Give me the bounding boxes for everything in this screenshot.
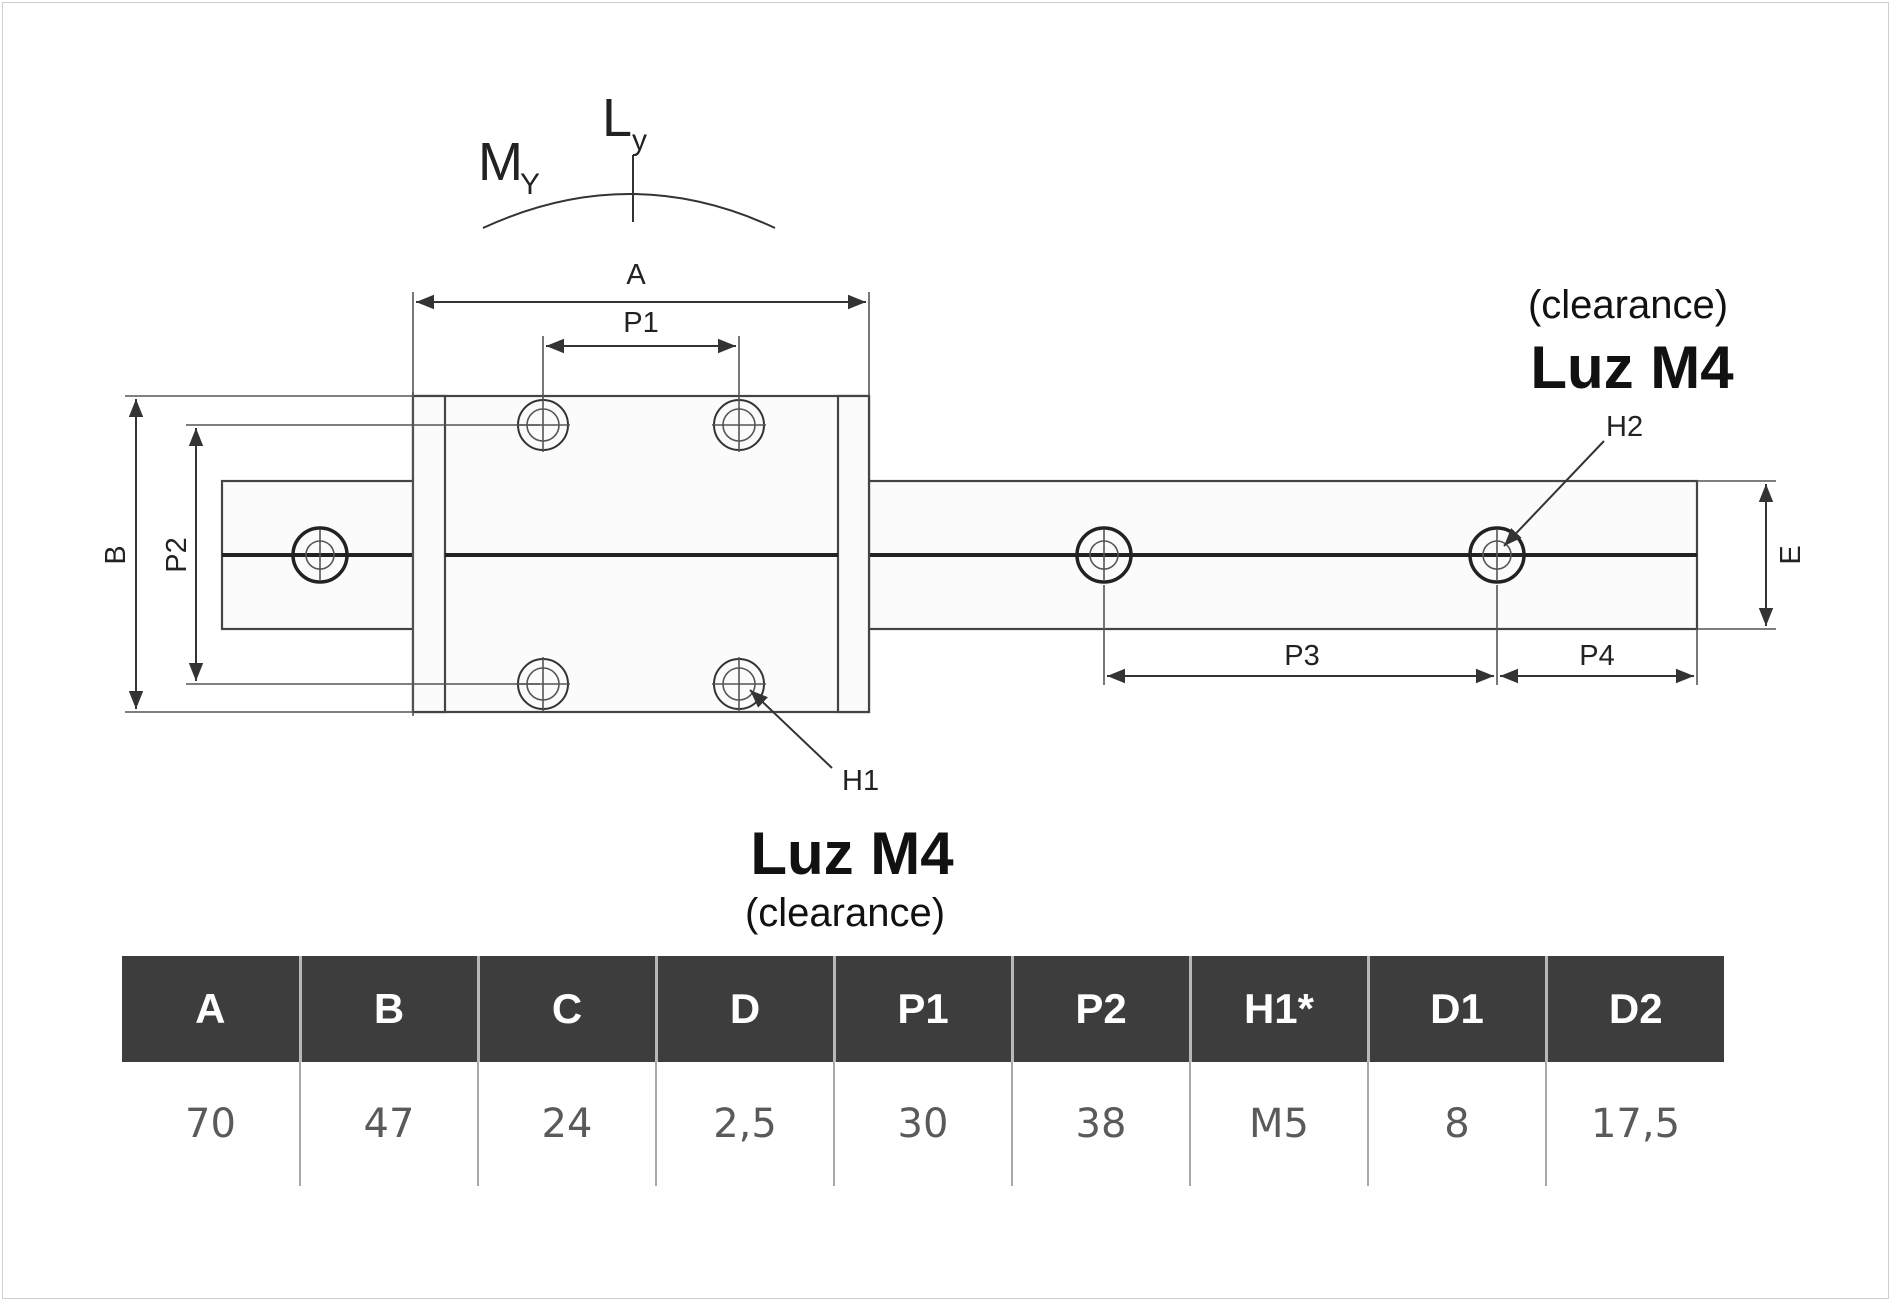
bottom-callout-note: (clearance) (745, 891, 945, 935)
header-d: D (654, 956, 834, 1062)
dimension-p1-label: P1 (623, 307, 658, 339)
dimension-p4-label: P4 (1579, 640, 1614, 672)
bottom-callout-title: Luz M4 (750, 820, 954, 887)
header-p1: P1 (832, 956, 1012, 1062)
rail-hole (1075, 526, 1133, 584)
h2-label: H2 (1606, 411, 1643, 443)
header-b: B (298, 956, 478, 1062)
value-p2: 38 (1011, 1062, 1190, 1186)
dimension-b-label: B (100, 545, 132, 564)
load-symbol: L (602, 88, 632, 148)
load-subscript: y (632, 124, 647, 157)
value-d: 2,5 (655, 1062, 834, 1186)
value-a: 70 (185, 1101, 236, 1147)
rail-hole (291, 526, 349, 584)
value-c: 24 (477, 1062, 656, 1186)
header-c: C (476, 956, 656, 1062)
value-p1: 30 (833, 1062, 1012, 1186)
carriage-hole-h1 (712, 657, 766, 711)
moment-arc (482, 193, 776, 229)
moment-symbol: M (478, 132, 523, 192)
top-callout-title: Luz M4 (1530, 334, 1734, 401)
h2-leader-line (1503, 440, 1605, 547)
table-header-row: A B C D P1 P2 H1* D1 D2 (122, 956, 1724, 1062)
rail-hole-h2 (1468, 526, 1526, 584)
carriage-end-seal-left (411, 394, 447, 714)
dimension-p3-label: P3 (1284, 640, 1319, 672)
table-row: 70 47 24 2,5 30 38 M5 8 17,5 (122, 1062, 1724, 1186)
h1-label: H1 (842, 765, 879, 797)
value-d2: 17,5 (1545, 1062, 1724, 1186)
header-p2: P2 (1010, 956, 1190, 1062)
value-d1: 8 (1367, 1062, 1546, 1186)
dimension-a-label: A (626, 259, 646, 291)
linear-guide-technical-drawing: M Y L y A P1 (100, 88, 1807, 935)
carriage-end-seal-right (836, 394, 871, 714)
header-d1: D1 (1366, 956, 1546, 1062)
header-d2: D2 (1544, 956, 1724, 1062)
header-h1: H1* (1188, 956, 1368, 1062)
dimension-p2-label: P2 (161, 537, 193, 572)
value-h1: M5 (1189, 1062, 1368, 1186)
dimensions-table: A B C D P1 P2 H1* D1 D2 70 47 24 2,5 30 … (122, 956, 1724, 1186)
moment-subscript: Y (520, 168, 540, 201)
header-a: A (122, 956, 300, 1062)
h1-leader-line (749, 689, 833, 769)
top-callout-note: (clearance) (1528, 283, 1728, 327)
value-b: 47 (299, 1062, 478, 1186)
dimension-e-label: E (1775, 545, 1807, 564)
